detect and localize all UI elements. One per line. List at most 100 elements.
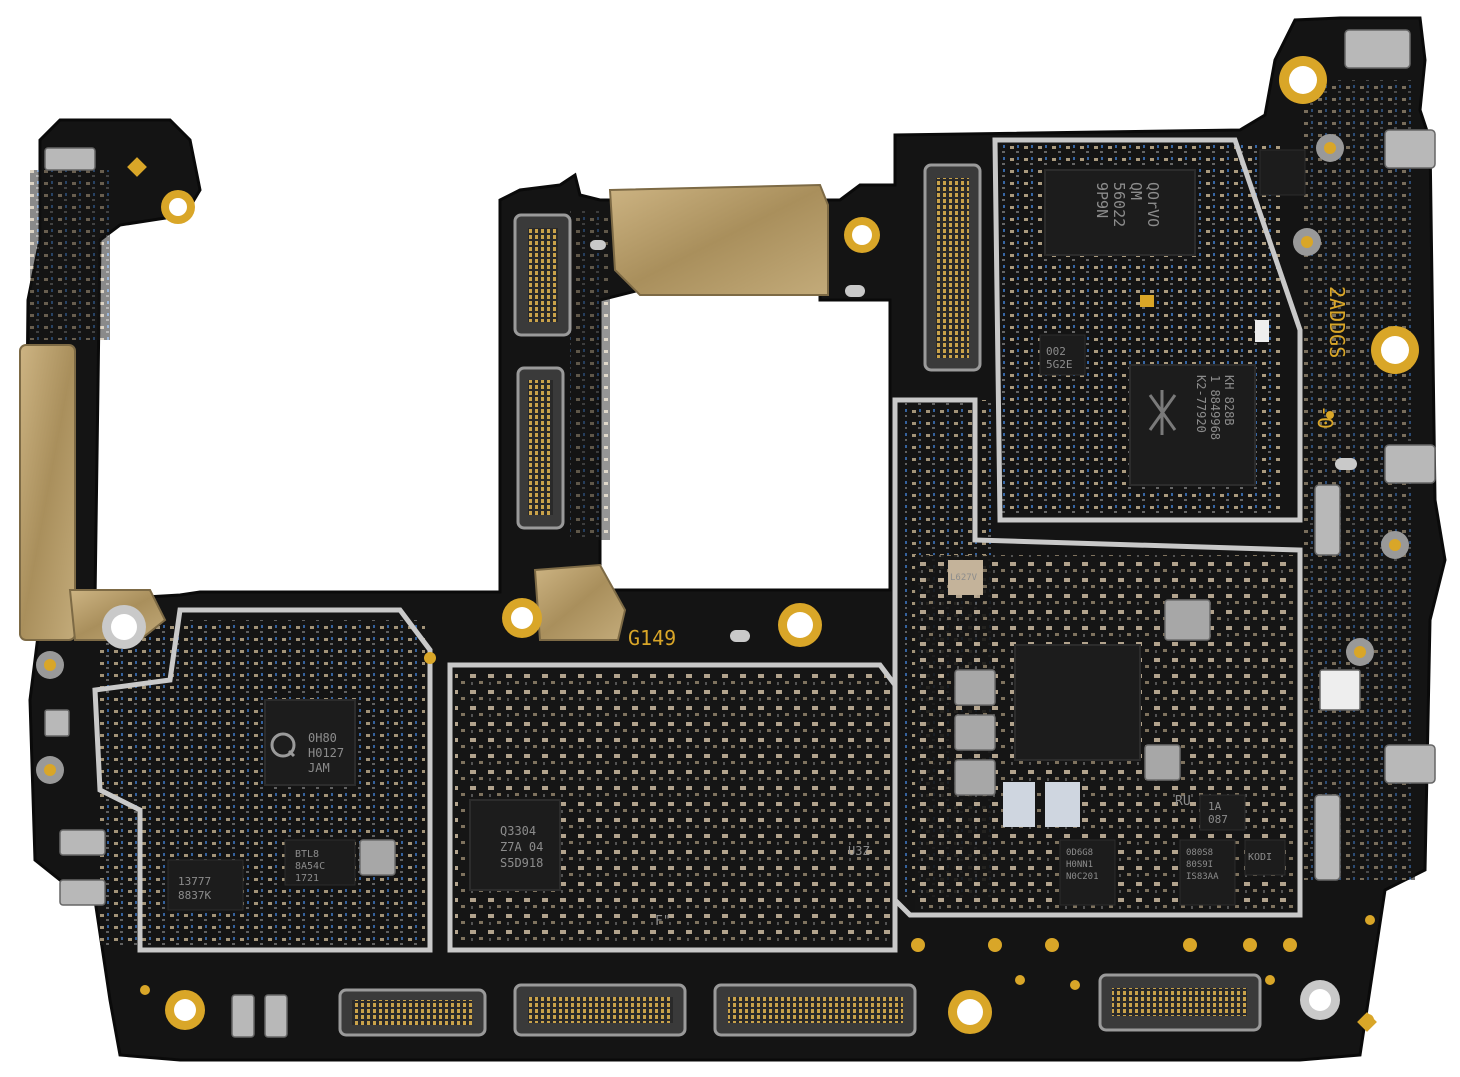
connector-top-center: [923, 163, 982, 372]
smd-area-center-strip: [570, 210, 610, 540]
connector-top-left-b: [516, 366, 565, 530]
rf-connector: [1381, 531, 1409, 559]
chip-marking-line: 1A: [1208, 800, 1222, 813]
chip-top-small: [1259, 149, 1306, 196]
rf-connector: [1346, 638, 1374, 666]
connector-bottom-right: [1098, 973, 1262, 1032]
metal-bracket-top: [608, 183, 829, 296]
chip-marking-line: 8837K: [178, 889, 211, 902]
chip-marking-line: 002: [1046, 345, 1066, 358]
chip-marking-line: N0C201: [1066, 872, 1099, 882]
connector-bottom-3: [713, 983, 917, 1037]
mounting-hole: [1279, 56, 1327, 104]
mounting-hole: [948, 990, 992, 1034]
chip-002-body: [1039, 334, 1086, 376]
label-7g97-marking: L627V: [950, 573, 978, 583]
chip-marking-line: KODI: [1248, 852, 1272, 863]
mounting-hole: [778, 603, 822, 647]
side-rev-label: -0: [1313, 405, 1337, 429]
chip-cluster-b-marking: 080S8 80S9I IS83AA: [1186, 848, 1219, 882]
chip-rf-body: [1129, 364, 1256, 486]
rf-connector: [1316, 134, 1344, 162]
chip-1a-body: [1199, 794, 1246, 831]
chip-kod-marking: KODI: [1248, 852, 1272, 863]
chip-marking-line: 8A54C: [295, 861, 325, 872]
oval-pad: [730, 630, 750, 642]
chip-large-body: [1014, 644, 1141, 761]
chip-label-body: [948, 560, 983, 595]
spring-contacts: [44, 29, 1436, 1038]
r-mark-label: RU: [1175, 794, 1191, 809]
shield-frame-left: [92, 607, 433, 953]
test-pads: [127, 157, 1377, 1032]
smd-area-left: [100, 620, 425, 945]
smd-area-left-strip: [30, 170, 110, 340]
mounting-hole: [502, 598, 542, 638]
chip-marking-line: JAM: [308, 761, 330, 775]
chip-marking-line: QM: [1127, 182, 1145, 200]
mounting-hole: [102, 605, 146, 649]
connector-top-left-a: [513, 213, 572, 337]
rf-connector: [1293, 228, 1321, 256]
chip-marking-line: H0127: [308, 746, 344, 760]
side-code-label: 2ADDGS: [1325, 286, 1349, 358]
chip-marking-line: 56022: [1110, 182, 1128, 227]
qualcomm-logo-icon: [270, 732, 296, 758]
inductors: [359, 599, 1211, 876]
chip-marking-line: K2-77920: [1194, 375, 1208, 433]
metal-bracket-left: [19, 344, 76, 641]
chip-qorvo-body: [1044, 169, 1196, 256]
chip-marking-line: 1721: [295, 873, 319, 884]
metal-bracket-bottom: [533, 563, 627, 641]
f-mark-label: F": [655, 914, 671, 929]
chip-marking-line: 0D6G8: [1066, 848, 1093, 858]
chip-marking-line: Z7A 04: [500, 840, 543, 854]
rf-connector: [36, 651, 64, 679]
chip-marking-line: 087: [1208, 813, 1228, 826]
chip-13777-body: [167, 859, 244, 911]
shield-frame-top-right: [992, 137, 1303, 523]
chip-marking-line: KH 828B: [1222, 375, 1236, 426]
chip-marking-line: 1 8849968: [1208, 375, 1222, 440]
connector-bottom-2: [513, 983, 687, 1037]
chip-marking-line: 080S8: [1186, 848, 1213, 858]
mounting-hole: [165, 990, 205, 1030]
transceiver-logo-icon: [1148, 390, 1177, 435]
chip-marking-line: IS83AA: [1186, 872, 1219, 882]
chip-marking-line: BTL8: [295, 849, 319, 860]
oval-pad: [1335, 458, 1357, 470]
chip-cluster-b-body: [1179, 839, 1236, 906]
oval-pad: [590, 240, 606, 250]
board-id-label: G149: [628, 626, 676, 650]
chip-cluster-a-body: [1059, 839, 1116, 906]
chip-q3304-body: [469, 799, 561, 891]
oval-pad: [845, 285, 865, 297]
rf-connector: [36, 756, 64, 784]
chip-marking-line: 0H80: [308, 731, 337, 745]
chip-marking-line: S5D918: [500, 856, 543, 870]
chip-marking-line: 5G2E: [1046, 358, 1073, 371]
mounting-hole: [1300, 980, 1340, 1020]
connector-bottom-1: [338, 988, 487, 1037]
chip-pmic-body: [264, 699, 356, 786]
chip-marking-line: H0NN1: [1066, 860, 1093, 870]
shield-frame-center: [447, 662, 898, 953]
chip-marking-line: 13777: [178, 875, 211, 888]
mounting-hole: [1371, 326, 1419, 374]
mounting-hole: [844, 217, 880, 253]
chip-marking-line: 80S9I: [1186, 860, 1213, 870]
chip-marking-line: 9P9N: [1093, 182, 1111, 218]
mounting-hole: [161, 190, 195, 224]
chip-marking-line: QOrVO: [1144, 182, 1162, 227]
metal-pads: [1003, 782, 1080, 827]
chip-marking-line: Q3304: [500, 824, 536, 838]
chip-kod-body: [1244, 839, 1286, 876]
